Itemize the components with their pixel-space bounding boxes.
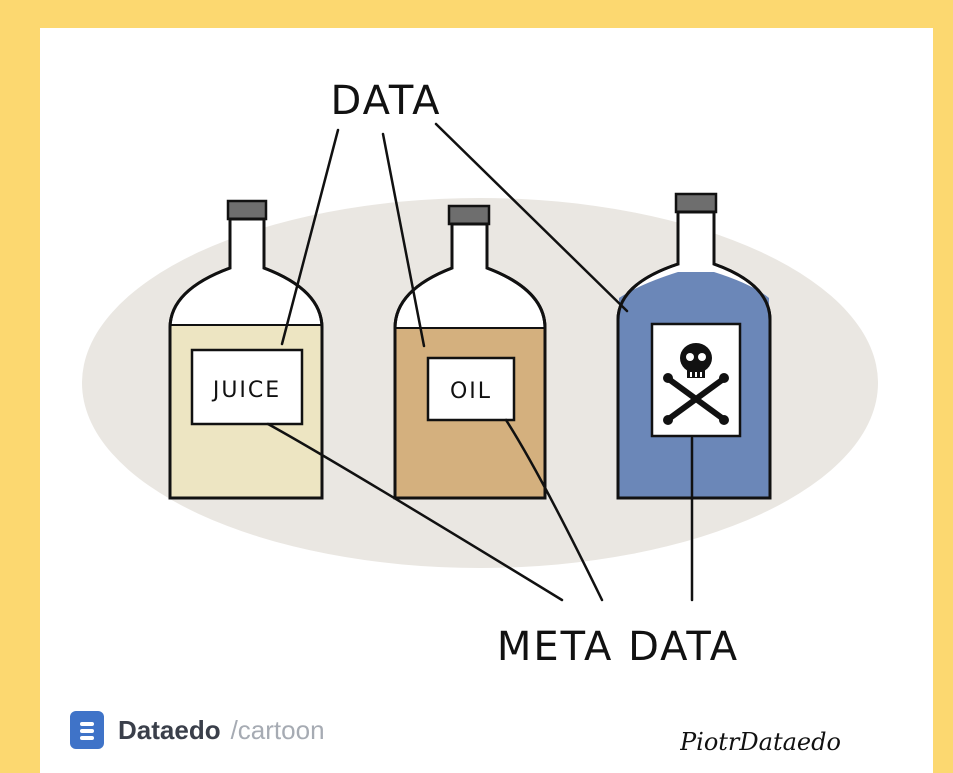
brand-suffix: /cartoon <box>230 714 325 745</box>
data-label: DATA <box>330 78 441 124</box>
metadata-label: META DATA <box>497 624 739 670</box>
dataedo-logo-icon <box>70 711 104 749</box>
bottle-label-oil: OIL <box>450 379 492 404</box>
cartoon-card: JUICE OIL <box>40 28 933 773</box>
metadata-pointer-lines <box>266 418 694 602</box>
bottle-juice <box>168 199 324 500</box>
brand-name: Dataedo <box>118 714 221 745</box>
cartoon-illustration: JUICE OIL <box>82 78 878 670</box>
dataedo-brand[interactable]: Dataedo /cartoon <box>70 710 325 750</box>
data-pointer-lines <box>280 122 629 348</box>
skull-crossbones-icon <box>663 343 729 425</box>
artist-signature: PiotrDataedo <box>680 728 841 756</box>
bottle-label-juice: JUICE <box>211 378 281 403</box>
signature-text: PiotrDataedo <box>680 728 841 756</box>
